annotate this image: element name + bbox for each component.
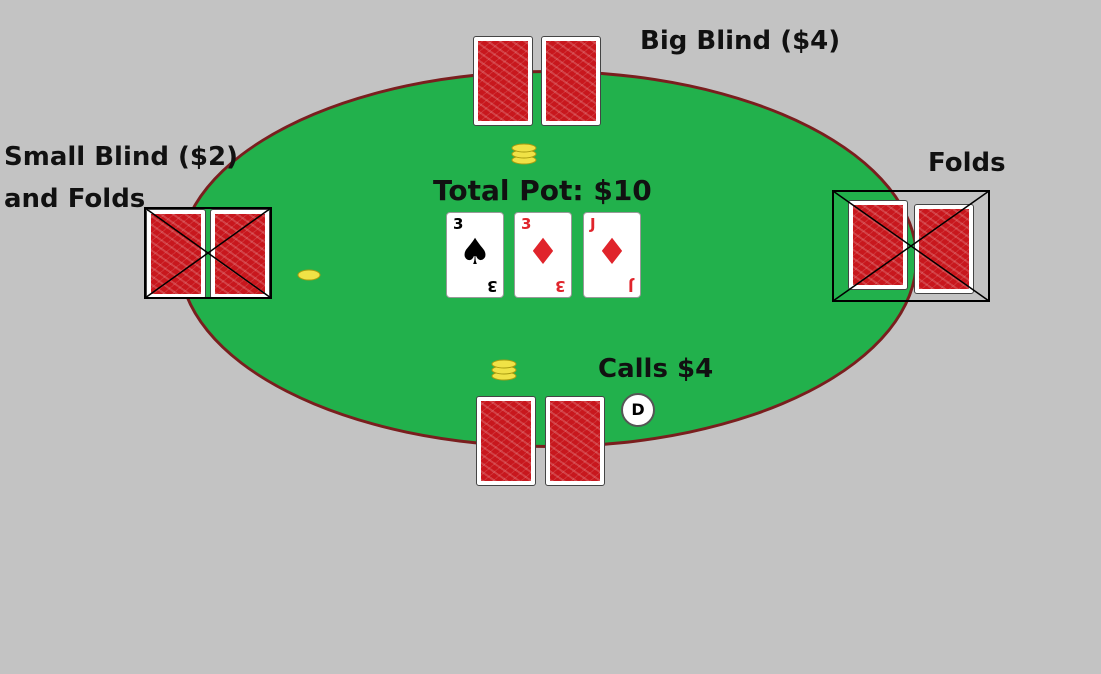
small-blind-label: Small Blind ($2) and Folds xyxy=(4,136,238,220)
board-card-suit-icon: ♠ xyxy=(458,232,492,273)
right-seat-card-back-2 xyxy=(914,204,974,294)
board-card-rank-bottom: 3 xyxy=(486,277,497,295)
small-blind-card-back-1 xyxy=(146,209,206,299)
right-seat-label: Folds xyxy=(928,148,1006,178)
board-card-rank-top: J xyxy=(590,215,596,233)
big-blind-card-back-2 xyxy=(541,36,601,126)
small-blind-card-back-2 xyxy=(210,209,270,299)
board-card-suit-icon: ♦ xyxy=(595,232,629,273)
dealer-button-icon: D xyxy=(621,393,655,427)
bottom-seat-card-back-1 xyxy=(476,396,536,486)
small-blind-label-line2: and Folds xyxy=(4,184,146,214)
bottom-seat-chip-stack-icon xyxy=(491,359,517,381)
small-blind-chip-icon xyxy=(297,269,321,281)
big-blind-card-back-1 xyxy=(473,36,533,126)
board-card-rank-top: 3 xyxy=(521,215,532,233)
big-blind-chip-stack-icon xyxy=(511,143,537,165)
bottom-seat-label: Calls $4 xyxy=(598,354,714,384)
small-blind-label-line1: Small Blind ($2) xyxy=(4,142,238,172)
board-card-rank-top: 3 xyxy=(453,215,464,233)
bottom-seat-card-back-2 xyxy=(545,396,605,486)
board-card-3: J♦J xyxy=(583,212,641,298)
total-pot-label: Total Pot: $10 xyxy=(433,174,652,207)
board-card-2: 3♦3 xyxy=(514,212,572,298)
right-seat-card-back-1 xyxy=(848,200,908,290)
big-blind-label: Big Blind ($4) xyxy=(640,26,841,56)
board-card-1: 3♠3 xyxy=(446,212,504,298)
board-card-suit-icon: ♦ xyxy=(526,232,560,273)
board-card-rank-bottom: 3 xyxy=(554,277,565,295)
board-card-rank-bottom: J xyxy=(628,277,634,295)
